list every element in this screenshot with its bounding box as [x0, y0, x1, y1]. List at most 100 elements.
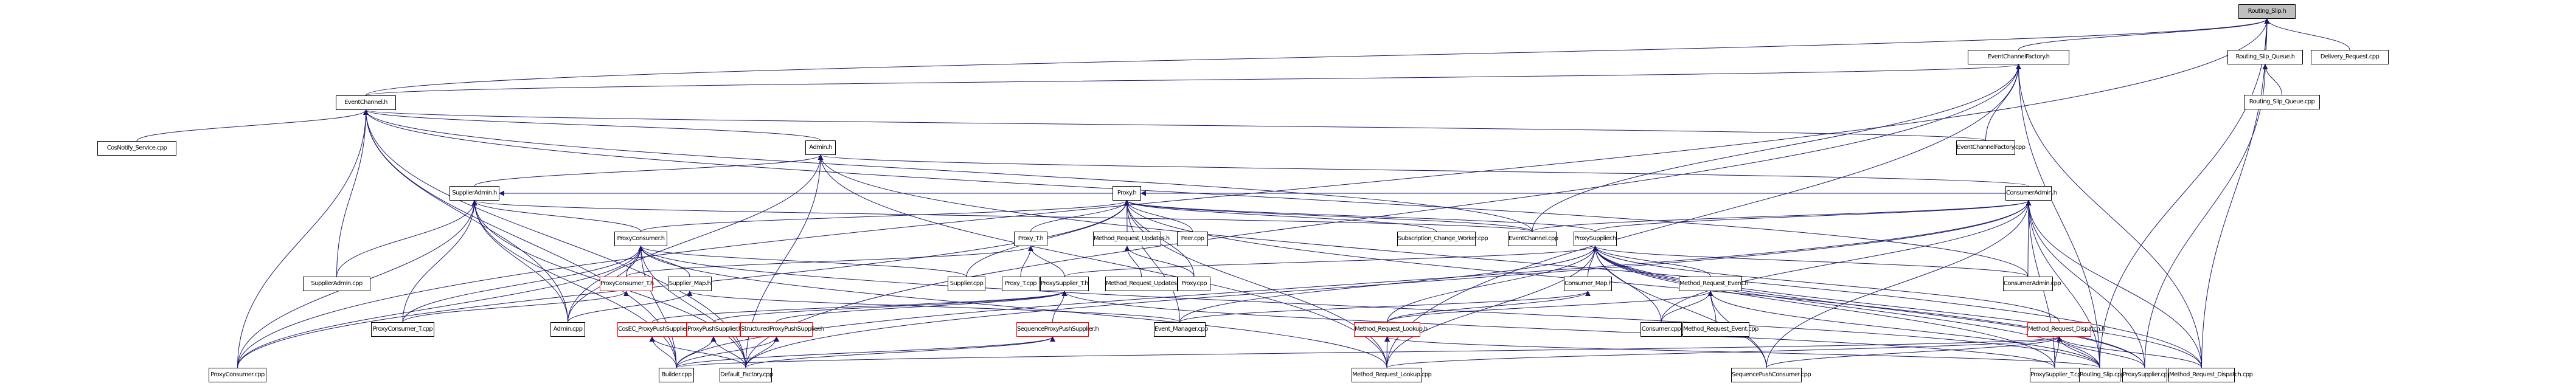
node-method-request-dispatch-h[interactable]: Method_Request_Dispatch.h	[2027, 322, 2105, 337]
include-edge	[2057, 336, 2145, 368]
include-edge	[1387, 291, 1713, 323]
node-proxy-t-h[interactable]: Proxy_T.h	[1014, 232, 1047, 246]
node-routing-slip-h[interactable]: Routing_Slip.h	[2238, 4, 2296, 19]
node-supplieradmin-h[interactable]: SupplierAdmin.h	[450, 186, 499, 201]
node-cosnotify-service-cpp[interactable]: CosNotify_Service.cpp	[97, 141, 176, 156]
node-proxy-t-cpp[interactable]: Proxy_T.cpp	[1002, 277, 1040, 291]
include-edge	[641, 200, 1130, 232]
include-edge	[1766, 336, 2062, 368]
node-supplier-cpp[interactable]: Supplier.cpp	[948, 277, 985, 291]
node-proxy-cpp[interactable]: Proxy.cpp	[1178, 277, 1210, 291]
node-admin-cpp[interactable]: Admin.cpp	[550, 322, 585, 337]
node-proxysupplier-h[interactable]: ProxySupplier.h	[1574, 232, 1617, 246]
node-consumeradmin-h[interactable]: ConsumerAdmin.h	[2005, 186, 2057, 201]
include-edge	[568, 291, 693, 323]
include-edge	[1661, 200, 2032, 323]
include-edge	[1387, 291, 1591, 323]
node-proxypushsupplier-h[interactable]: ProxyPushSupplier.h	[687, 322, 742, 337]
node-method-request-updates-h[interactable]: Method_Request_Updates.h	[1093, 232, 1170, 246]
include-edge	[1592, 246, 2100, 368]
node-event-manager-cpp[interactable]: Event_Manager.cpp	[1154, 322, 1208, 337]
node-delivery-request-cpp[interactable]: Delivery_Request.cpp	[2311, 50, 2389, 64]
node-proxysupplier-cpp[interactable]: ProxySupplier.cpp	[2122, 368, 2171, 382]
include-edge	[1985, 64, 2021, 141]
node-consumeradmin-cpp[interactable]: ConsumerAdmin.cpp	[2003, 277, 2061, 291]
include-edge	[745, 64, 2021, 368]
include-edge	[687, 291, 1180, 323]
include-edge	[2016, 64, 2100, 368]
node-proxyconsumer-t-cpp[interactable]: ProxyConsumer_T.cpp	[371, 322, 434, 337]
include-edge	[1766, 200, 2032, 368]
node-consumer-map-h[interactable]: Consumer_Map.h	[1564, 277, 1613, 291]
include-edge	[1124, 200, 1437, 232]
include-edge	[471, 200, 641, 232]
node-subscription-change-worker-cpp[interactable]: Subscription_Change_Worker.cpp	[1397, 232, 1488, 246]
node-method-request-lookup-h[interactable]: Method_Request_Lookup.h	[1354, 322, 1428, 337]
node-proxyconsumer-cpp[interactable]: ProxyConsumer.cpp	[209, 368, 266, 382]
include-edge	[638, 246, 967, 277]
include-edge	[1384, 336, 2100, 368]
node-method-request-updates-cpp[interactable]: Method_Request_Updates.cpp	[1105, 277, 1189, 291]
node-method-request-lookup-cpp[interactable]: Method_Request_Lookup.cpp	[1352, 368, 1432, 382]
node-eventchannel-h[interactable]: EventChannel.h	[336, 95, 396, 110]
node-structuredproxypushsupplier-h[interactable]: StructuredProxyPushSupplier.h	[740, 322, 824, 337]
include-edge	[1052, 291, 1068, 323]
include-edge	[402, 200, 477, 323]
node-proxy-h[interactable]: Proxy.h	[1113, 186, 1141, 201]
include-edge	[676, 336, 779, 368]
node-admin-h[interactable]: Admin.h	[805, 140, 836, 155]
include-edge	[1661, 291, 1713, 323]
node-builder-cpp[interactable]: Builder.cpp	[659, 368, 694, 382]
include-edge	[1124, 200, 2145, 368]
include-edge	[2026, 200, 2145, 368]
node-consumer-cpp[interactable]: Consumer.cpp	[1640, 322, 1682, 337]
include-edge	[1592, 246, 1767, 368]
include-edge	[1532, 200, 2032, 232]
include-edge	[818, 154, 1387, 368]
include-edge	[1030, 200, 1130, 232]
node-eventchannelfactory-h[interactable]: EventChannelFactory.h	[1968, 50, 2069, 64]
node-proxysupplier-t-cpp[interactable]: ProxySupplier_T.cpp	[2030, 368, 2085, 382]
include-edge	[237, 109, 369, 368]
include-edge	[710, 336, 746, 368]
include-edge	[1179, 246, 1598, 323]
include-edge	[2264, 18, 2350, 50]
include-edge	[2099, 18, 2270, 368]
node-supplier-map-h[interactable]: Supplier_Map.h	[668, 277, 712, 291]
node-default-factory-cpp[interactable]: Default_Factory.cpp	[720, 368, 773, 382]
node-routing-slip-cpp[interactable]: Routing_Slip.cpp	[2079, 368, 2125, 382]
node-routing-slip-queue-cpp[interactable]: Routing_Slip_Queue.cpp	[2244, 95, 2320, 109]
node-eventchannelfactory-cpp[interactable]: EventChannelFactory.cpp	[1956, 140, 2026, 155]
include-edge	[1592, 246, 2145, 368]
include-edge	[638, 246, 746, 368]
include-edge	[713, 291, 1068, 323]
include-edge	[474, 154, 824, 187]
include-edge	[676, 336, 717, 368]
include-edge	[402, 291, 629, 323]
node-method-request-event-h[interactable]: Method_Request_Event.h	[1679, 277, 1749, 291]
node-sequencepushconsumer-cpp[interactable]: SequencePushConsumer.cpp	[1731, 368, 1811, 382]
node-cosec-proxypushsupplier-h[interactable]: CosEC_ProxyPushSupplier.h	[617, 322, 693, 337]
include-edge	[626, 246, 644, 277]
node-peer-cpp[interactable]: Peer.cpp	[1177, 232, 1208, 246]
node-proxyconsumer-t-h[interactable]: ProxyConsumer_T.h	[600, 277, 654, 291]
include-edge	[676, 200, 2032, 368]
include-edge	[363, 109, 1986, 141]
node-eventchannel-cpp[interactable]: EventChannel.cpp	[1508, 232, 1558, 246]
node-routing-slip-queue-h[interactable]: Routing_Slip_Queue.h	[2227, 50, 2303, 64]
node-proxyconsumer-h[interactable]: ProxyConsumer.h	[614, 232, 667, 246]
node-proxysupplier-t-h[interactable]: ProxySupplier_T.h	[1040, 277, 1089, 291]
include-edge	[626, 246, 1033, 277]
include-edge	[1061, 291, 2055, 368]
include-edge	[1386, 246, 1598, 368]
node-method-request-dispatch-cpp[interactable]: Method_Request_Dispatch.cpp	[2168, 368, 2253, 382]
node-sequenceproxypushsupplier-h[interactable]: SequenceProxyPushSupplier.h	[1016, 322, 1099, 337]
include-edge	[471, 200, 568, 323]
include-edge	[1532, 64, 2021, 232]
include-edge	[366, 18, 2270, 96]
node-supplieradmin-cpp[interactable]: SupplierAdmin.cpp	[303, 277, 370, 291]
include-edge	[471, 200, 677, 368]
node-method-request-event-cpp[interactable]: Method_Request_Event.cpp	[1682, 322, 1758, 337]
include-edge	[745, 336, 1055, 368]
include-edge	[1064, 246, 1598, 277]
